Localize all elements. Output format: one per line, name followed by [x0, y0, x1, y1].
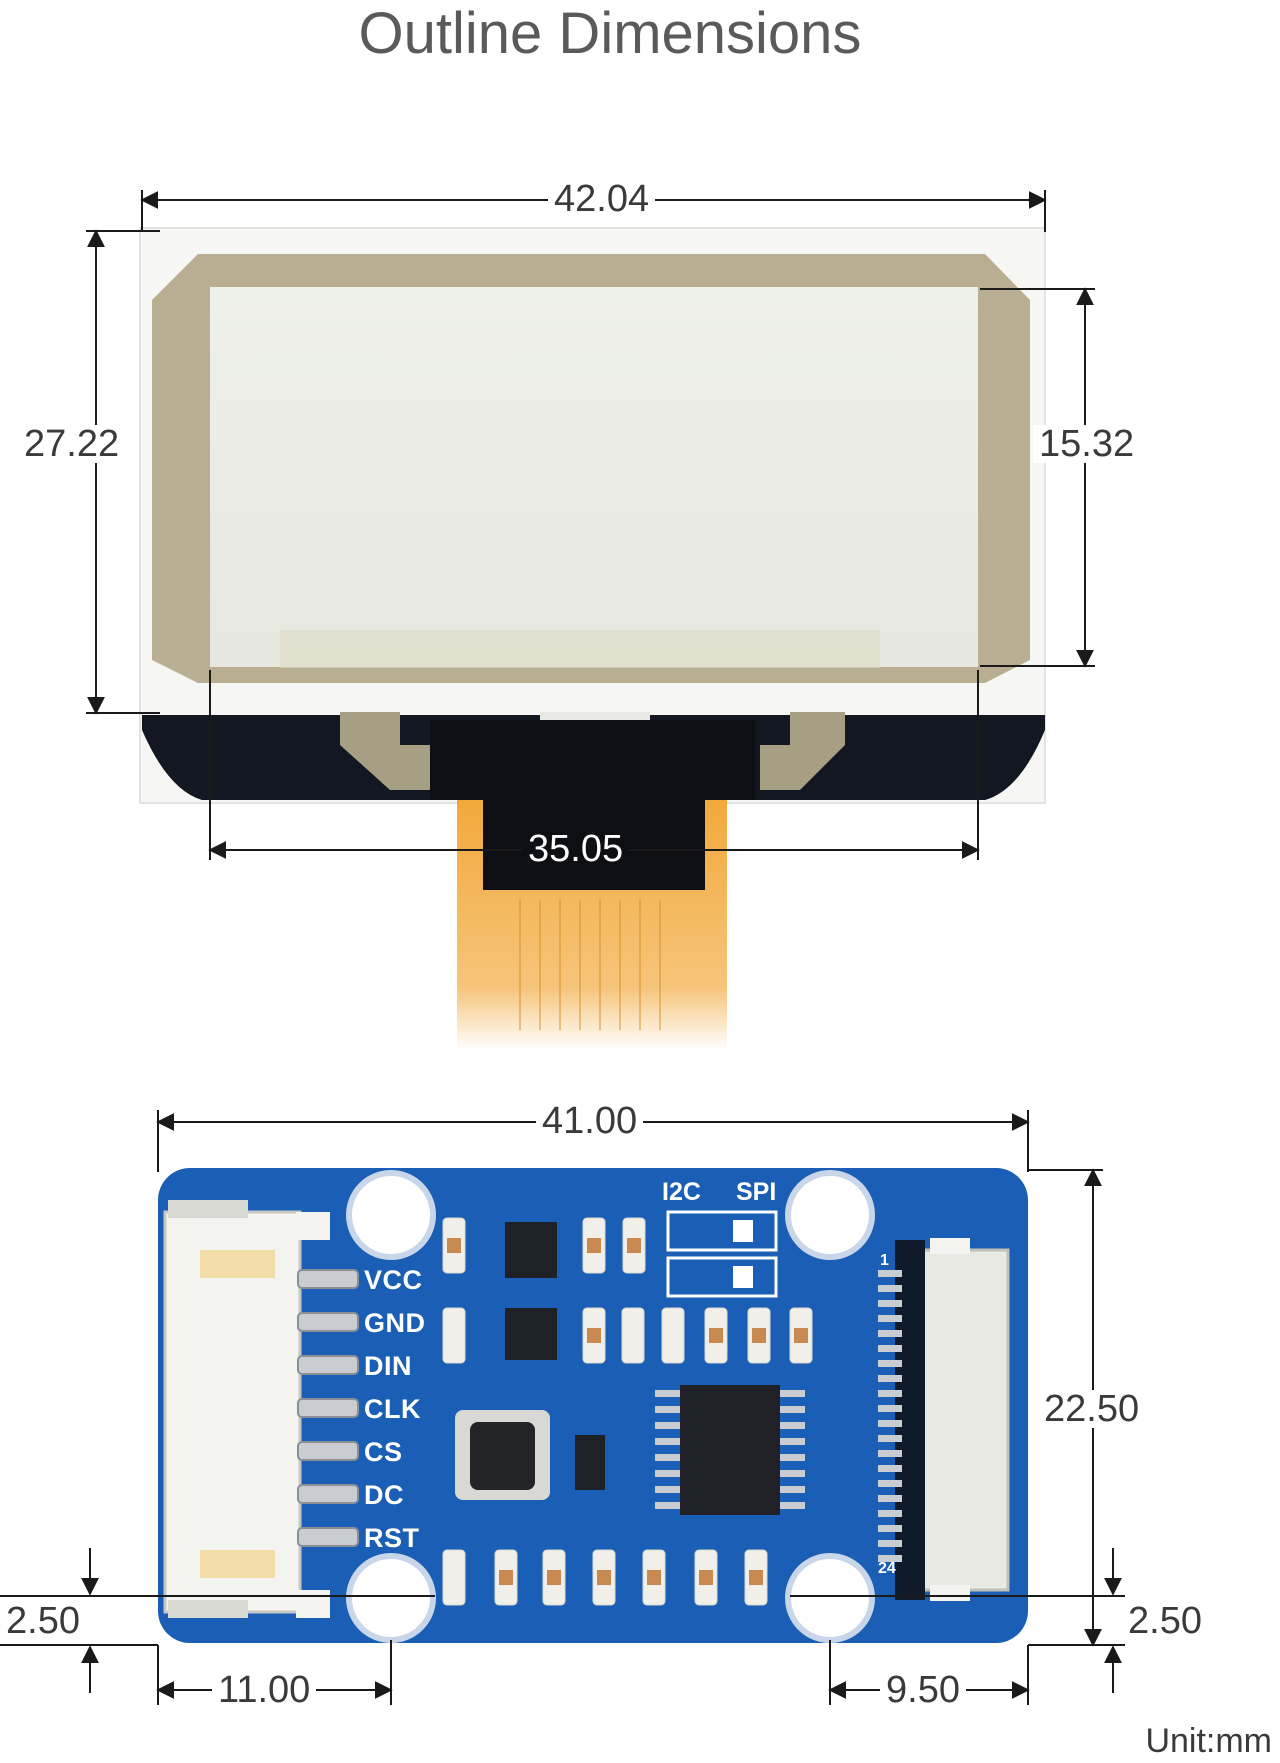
level-shifter-ic	[680, 1385, 780, 1515]
pin-label-clk: CLK	[364, 1394, 421, 1424]
dim-active-height: 15.32	[1033, 425, 1141, 463]
pin-label-cs: CS	[364, 1437, 403, 1467]
dim-board-height: 22.50	[1038, 1390, 1146, 1428]
pin-label-din: DIN	[364, 1351, 412, 1381]
unit-label: Unit:mm	[1145, 1722, 1272, 1760]
pin-label-dc: DC	[364, 1480, 404, 1510]
i2c-spi-jumper	[666, 1210, 778, 1252]
mounting-hole	[785, 1170, 875, 1260]
driver-board	[158, 1168, 1028, 1643]
oled-panel	[139, 227, 1046, 1050]
spi-label: SPI	[736, 1178, 777, 1206]
fpc-pin-first-label: 1	[880, 1252, 889, 1269]
pin-header-connector	[163, 1210, 302, 1614]
pcb	[158, 1168, 1028, 1643]
dim-overall-height: 27.22	[18, 425, 126, 463]
mounting-hole	[346, 1553, 436, 1643]
mounting-hole	[346, 1170, 436, 1260]
display-active-area	[210, 287, 978, 667]
dim-active-width: 35.05	[522, 830, 630, 868]
dim-right-hole-x: 9.50	[880, 1671, 966, 1709]
dim-left-hole-x: 11.00	[212, 1671, 317, 1709]
i2c-label: I2C	[662, 1178, 701, 1206]
dim-left-hole-y: 2.50	[6, 1600, 80, 1642]
mounting-hole	[785, 1553, 875, 1643]
diagram-title: Outline Dimensions	[358, 1, 862, 66]
dim-overall-width: 42.04	[548, 180, 656, 218]
pin-label-rst: RST	[364, 1523, 420, 1553]
pin-label-gnd: GND	[364, 1308, 426, 1338]
dim-right-hole-y: 2.50	[1128, 1600, 1202, 1642]
pin-label-vcc: VCC	[364, 1265, 423, 1295]
fpc-pin-last-label: 24	[878, 1560, 896, 1577]
dim-board-width: 41.00	[536, 1102, 644, 1140]
